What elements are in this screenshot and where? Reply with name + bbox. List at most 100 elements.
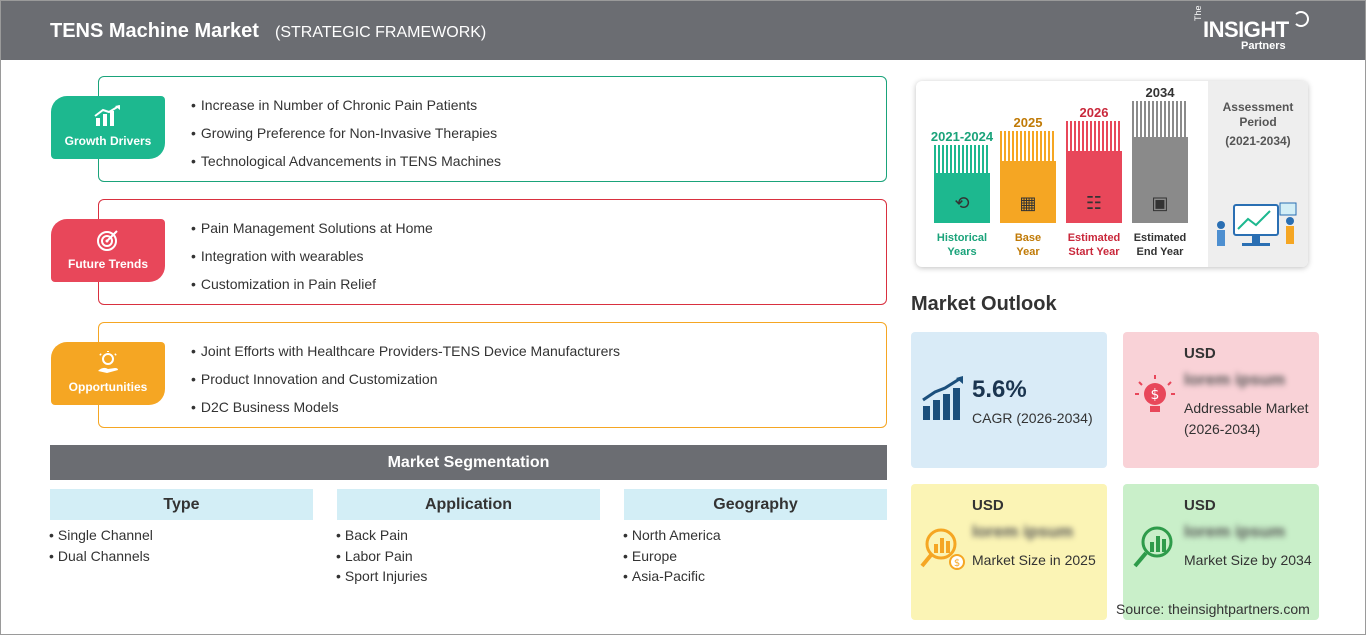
logo-insight: INSIGHT [1203, 17, 1289, 42]
segmentation-title: Market Segmentation [50, 445, 887, 480]
segment-type-header: Type [50, 489, 313, 520]
size-2025-label: Market Size in 2025 [972, 552, 1096, 568]
start-line1: Estimated [1067, 232, 1121, 244]
market-size-2025-card: $ USD lorem ipsum Market Size in 2025 [911, 484, 1107, 620]
list-item: Asia-Pacific [623, 568, 721, 589]
logo-partners: Partners [1241, 40, 1286, 52]
base-line1: Base [1014, 232, 1042, 244]
list-item: Pain Management Solutions at Home [191, 220, 433, 248]
list-item: Integration with wearables [191, 248, 433, 276]
end-stripe [1132, 101, 1188, 137]
list-item: Labor Pain [336, 548, 427, 569]
header-bar: TENS Machine Market (STRATEGIC FRAMEWORK… [1, 1, 1365, 60]
list-item: Single Channel [49, 527, 153, 548]
end-bar [1132, 137, 1188, 223]
addressable-currency: USD [1184, 345, 1216, 362]
addressable-market-card: $ USD lorem ipsum Addressable Market (20… [1123, 332, 1319, 468]
start-bar [1066, 151, 1122, 223]
assessment-period-panel: Assessment Period (2021-2034) [1208, 81, 1308, 267]
end-year: 2034 [1145, 85, 1175, 100]
list-item: Customization in Pain Relief [191, 276, 433, 304]
cagr-value: 5.6% [972, 376, 1027, 403]
magnifier-chart-icon: $ [920, 528, 965, 570]
lightbulb-hand-icon [51, 351, 165, 380]
start-line2: Start Year [1068, 246, 1120, 258]
addressable-label: Addressable Market (2026-2034) [1184, 400, 1309, 437]
size-2034-value: lorem ipsum [1184, 522, 1286, 541]
growth-drivers-badge: Growth Drivers [51, 96, 165, 159]
estimate-chart-icon: ☷ [1085, 193, 1103, 213]
history-clock-icon: ⟲ [954, 193, 970, 213]
historical-line2: Years [947, 246, 977, 258]
page-subtitle: (STRATEGIC FRAMEWORK) [275, 24, 487, 41]
growth-drivers-box: Increase in Number of Chronic Pain Patie… [98, 76, 887, 182]
future-trends-badge: Future Trends [51, 219, 165, 282]
size-2034-currency: USD [1184, 497, 1216, 514]
calendar-icon: ▦ [1019, 193, 1037, 213]
size-2034-label: Market Size by 2034 [1184, 552, 1312, 568]
base-year: 2025 [1013, 115, 1043, 130]
segment-geography-list: North America Europe Asia-Pacific [623, 527, 721, 589]
svg-text:$: $ [954, 558, 960, 569]
market-size-2034-card: USD lorem ipsum Market Size by 2034 [1123, 484, 1319, 620]
end-line2: End Year [1136, 246, 1184, 258]
assessment-title: Assessment Period [1222, 100, 1294, 129]
svg-text:$: $ [1151, 387, 1160, 403]
growth-drivers-list: Increase in Number of Chronic Pain Patie… [191, 97, 501, 181]
size-2025-currency: USD [972, 497, 1004, 514]
insight-partners-logo[interactable]: The INSIGHT Partners [1193, 5, 1313, 55]
analytics-people-icon [1217, 202, 1297, 246]
monitor-chart-icon: ▣ [1151, 193, 1169, 213]
logo-the: The [1193, 5, 1203, 21]
list-item: Europe [623, 548, 721, 569]
cagr-card: 5.6% CAGR (2026-2034) [911, 332, 1107, 468]
magnifier-growth-icon [1133, 526, 1173, 568]
market-outlook-title: Market Outlook [911, 293, 1057, 315]
opportunities-label: Opportunities [68, 380, 148, 394]
page-title: TENS Machine Market [50, 20, 259, 42]
growth-bars-icon [922, 376, 963, 420]
cagr-label: CAGR (2026-2034) [972, 410, 1093, 426]
future-trends-box: Pain Management Solutions at Home Integr… [98, 199, 887, 305]
list-item: Increase in Number of Chronic Pain Patie… [191, 97, 501, 125]
start-year: 2026 [1079, 105, 1109, 120]
segment-application-list: Back Pain Labor Pain Sport Injuries [336, 527, 427, 589]
historical-line1: Historical [936, 232, 988, 244]
assessment-range: (2021-2034) [1225, 134, 1291, 148]
list-item: Joint Efforts with Healthcare Providers-… [191, 343, 620, 371]
addressable-value: lorem ipsum [1184, 370, 1286, 389]
historical-bar [934, 173, 990, 223]
source-note: Source: theinsightpartners.com [1116, 601, 1310, 617]
end-line1: Estimated [1133, 232, 1187, 244]
growth-chart-icon [51, 105, 165, 132]
historical-stripe [934, 145, 990, 173]
target-icon [51, 228, 165, 257]
segment-type-list: Single Channel Dual Channels [49, 527, 153, 568]
list-item: Sport Injuries [336, 568, 427, 589]
start-stripe [1066, 121, 1122, 151]
list-item: North America [623, 527, 721, 548]
segment-geography-header: Geography [624, 489, 887, 520]
future-trends-label: Future Trends [67, 257, 148, 271]
list-item: Growing Preference for Non-Invasive Ther… [191, 125, 501, 153]
opportunities-box: Joint Efforts with Healthcare Providers-… [98, 322, 887, 428]
list-item: D2C Business Models [191, 399, 620, 427]
money-bulb-icon: $ [1135, 375, 1175, 412]
base-stripe [1000, 131, 1056, 161]
historical-year: 2021-2024 [930, 129, 994, 144]
list-item: Dual Channels [49, 548, 153, 569]
opportunities-list: Joint Efforts with Healthcare Providers-… [191, 343, 620, 427]
opportunities-badge: Opportunities [51, 342, 165, 405]
base-line2: Year [1016, 246, 1040, 258]
growth-drivers-label: Growth Drivers [64, 134, 152, 148]
base-bar [1000, 161, 1056, 223]
list-item: Technological Advancements in TENS Machi… [191, 153, 501, 181]
future-trends-list: Pain Management Solutions at Home Integr… [191, 220, 433, 304]
segment-application-header: Application [337, 489, 600, 520]
size-2025-value: lorem ipsum [972, 522, 1074, 541]
